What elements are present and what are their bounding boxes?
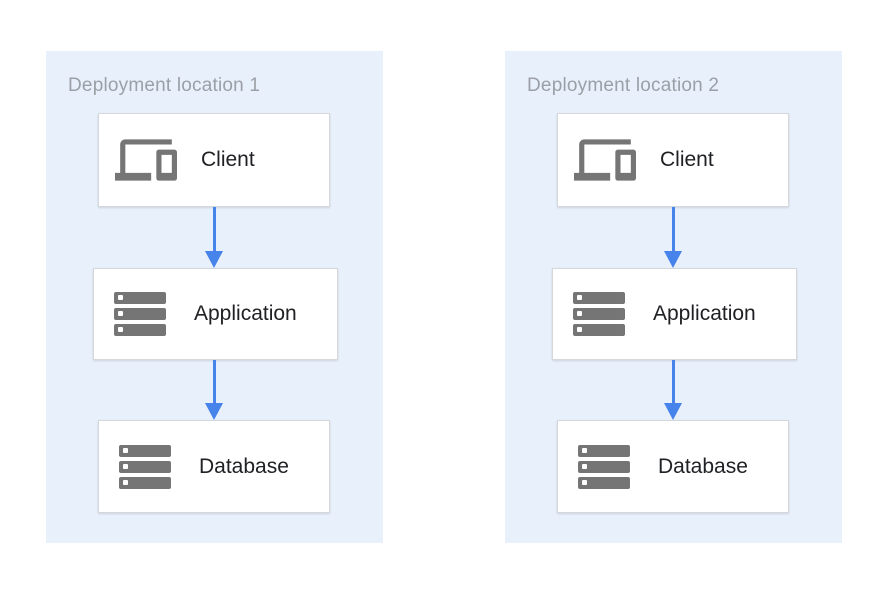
arrow-head-icon xyxy=(664,251,682,268)
devices-icon xyxy=(115,139,177,181)
node-database: Database xyxy=(98,420,330,513)
node-application: Application xyxy=(552,268,797,360)
server-stack-icon xyxy=(119,444,171,489)
node-label: Application xyxy=(653,302,756,325)
arrow-application-to-database xyxy=(664,360,682,420)
server-bar xyxy=(114,292,166,304)
arrow-line xyxy=(212,207,216,254)
arrow-line xyxy=(671,207,675,254)
server-bar xyxy=(114,324,166,336)
devices-icon xyxy=(574,139,636,181)
arrow-client-to-application xyxy=(205,207,223,268)
server-stack-icon xyxy=(573,292,625,336)
arrow-head-icon xyxy=(205,403,223,420)
server-bar xyxy=(114,308,166,320)
node-database: Database xyxy=(557,420,789,513)
server-bar xyxy=(573,324,625,336)
arrow-application-to-database xyxy=(205,360,223,420)
node-label: Client xyxy=(201,148,255,171)
server-bar xyxy=(573,308,625,320)
arrow-head-icon xyxy=(664,403,682,420)
panel-title: Deployment location 2 xyxy=(527,75,720,96)
node-application: Application xyxy=(93,268,338,360)
node-label: Client xyxy=(660,148,714,171)
arrow-line xyxy=(212,360,216,406)
server-bar xyxy=(578,476,630,489)
arrow-line xyxy=(671,360,675,406)
node-label: Database xyxy=(199,454,289,478)
arrow-client-to-application xyxy=(664,207,682,268)
server-bar xyxy=(119,444,171,457)
deployment-location-2-panel: Deployment location 2 Client Application… xyxy=(505,51,842,543)
server-bar xyxy=(578,460,630,473)
node-client: Client xyxy=(98,113,330,207)
server-stack-icon xyxy=(578,444,630,489)
server-stack-icon xyxy=(114,292,166,336)
server-bar xyxy=(119,476,171,489)
node-label: Application xyxy=(194,302,297,325)
node-label: Database xyxy=(658,454,748,478)
server-bar xyxy=(578,444,630,457)
server-bar xyxy=(573,292,625,304)
deployment-location-1-panel: Deployment location 1 Client Application… xyxy=(46,51,383,543)
arrow-head-icon xyxy=(205,251,223,268)
server-bar xyxy=(119,460,171,473)
node-client: Client xyxy=(557,113,789,207)
panel-title: Deployment location 1 xyxy=(68,75,261,96)
